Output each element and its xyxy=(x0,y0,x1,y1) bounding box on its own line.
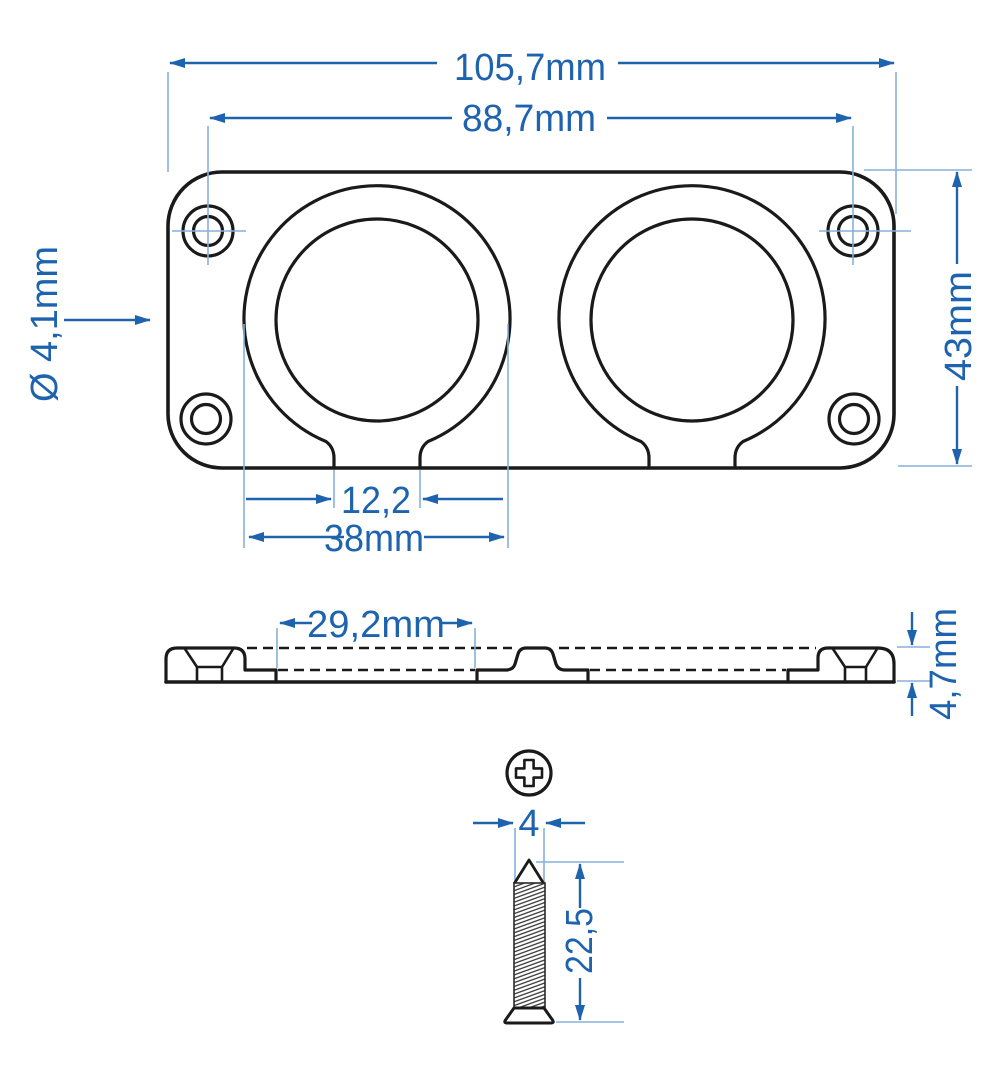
dim-socket-outer: 38mm xyxy=(248,518,505,560)
mounting-hole-bottom-right xyxy=(827,392,881,446)
mounting-hole-bottom-left xyxy=(179,392,233,446)
profile-right-boss xyxy=(786,646,896,684)
socket-ring-outline xyxy=(242,184,512,470)
screw-countersunk-head xyxy=(503,1006,555,1025)
profile-center-tab xyxy=(475,646,590,684)
dim-screw-length-label: 22,5 xyxy=(559,908,601,974)
socket-cutout-right xyxy=(557,184,827,470)
hole-countersink-circle xyxy=(827,392,881,446)
screw-side-view xyxy=(503,858,555,1025)
dim-thickness: 4,7mm xyxy=(897,608,965,720)
hole-bore-circle xyxy=(837,402,871,436)
dim-overall-width-label: 105,7mm xyxy=(454,47,606,89)
dim-screw-length: 22,5 xyxy=(536,861,624,1023)
dim-slot-width: 12,2 xyxy=(243,324,509,548)
dim-inner-diameter-label: 29,2mm xyxy=(307,604,445,646)
dim-screw-diameter-label: 4 xyxy=(518,803,539,845)
hole-countersink-circle xyxy=(179,392,233,446)
screw-threaded-shank xyxy=(513,882,546,1009)
countersink-right xyxy=(831,647,879,682)
dim-overall-width: 105,7mm xyxy=(167,47,897,214)
crosshair-top-right xyxy=(819,126,911,265)
top-view: 105,7mm 88,7mm Ø 4,1mm 43mm xyxy=(24,47,980,560)
hole-bore-circle xyxy=(189,402,223,436)
dim-height: 43mm xyxy=(864,169,980,467)
dim-hole-spacing: 88,7mm xyxy=(209,98,852,140)
plate-outline xyxy=(166,170,896,470)
dim-inner-diameter: 29,2mm xyxy=(276,604,476,668)
socket-ring-outline xyxy=(557,184,827,470)
dim-height-label: 43mm xyxy=(938,271,980,381)
screw-head-top-view xyxy=(505,749,553,797)
screw-head-circle xyxy=(505,749,553,797)
countersink-left xyxy=(183,647,235,682)
dim-socket-outer-label: 38mm xyxy=(324,518,424,560)
socket-cutout-left xyxy=(242,184,512,470)
socket-inner-circle xyxy=(274,217,480,423)
screw-view: 4 22,5 xyxy=(473,749,624,1025)
socket-inner-circle xyxy=(589,217,795,423)
dim-screw-diameter: 4 xyxy=(473,803,585,882)
profile-left-boss xyxy=(164,646,278,684)
screw-tip xyxy=(512,858,546,885)
crosshair-top-left xyxy=(172,126,246,265)
dim-hole-spacing-label: 88,7mm xyxy=(462,98,596,140)
phillips-cross-icon xyxy=(514,758,544,788)
side-view: 29,2mm 4,7mm xyxy=(164,604,965,720)
dim-hole-diameter: Ø 4,1mm xyxy=(24,246,151,402)
dim-hole-diameter-label: Ø 4,1mm xyxy=(24,246,66,402)
dim-thickness-label: 4,7mm xyxy=(923,608,965,720)
dim-slot-width-label: 12,2 xyxy=(341,480,411,522)
